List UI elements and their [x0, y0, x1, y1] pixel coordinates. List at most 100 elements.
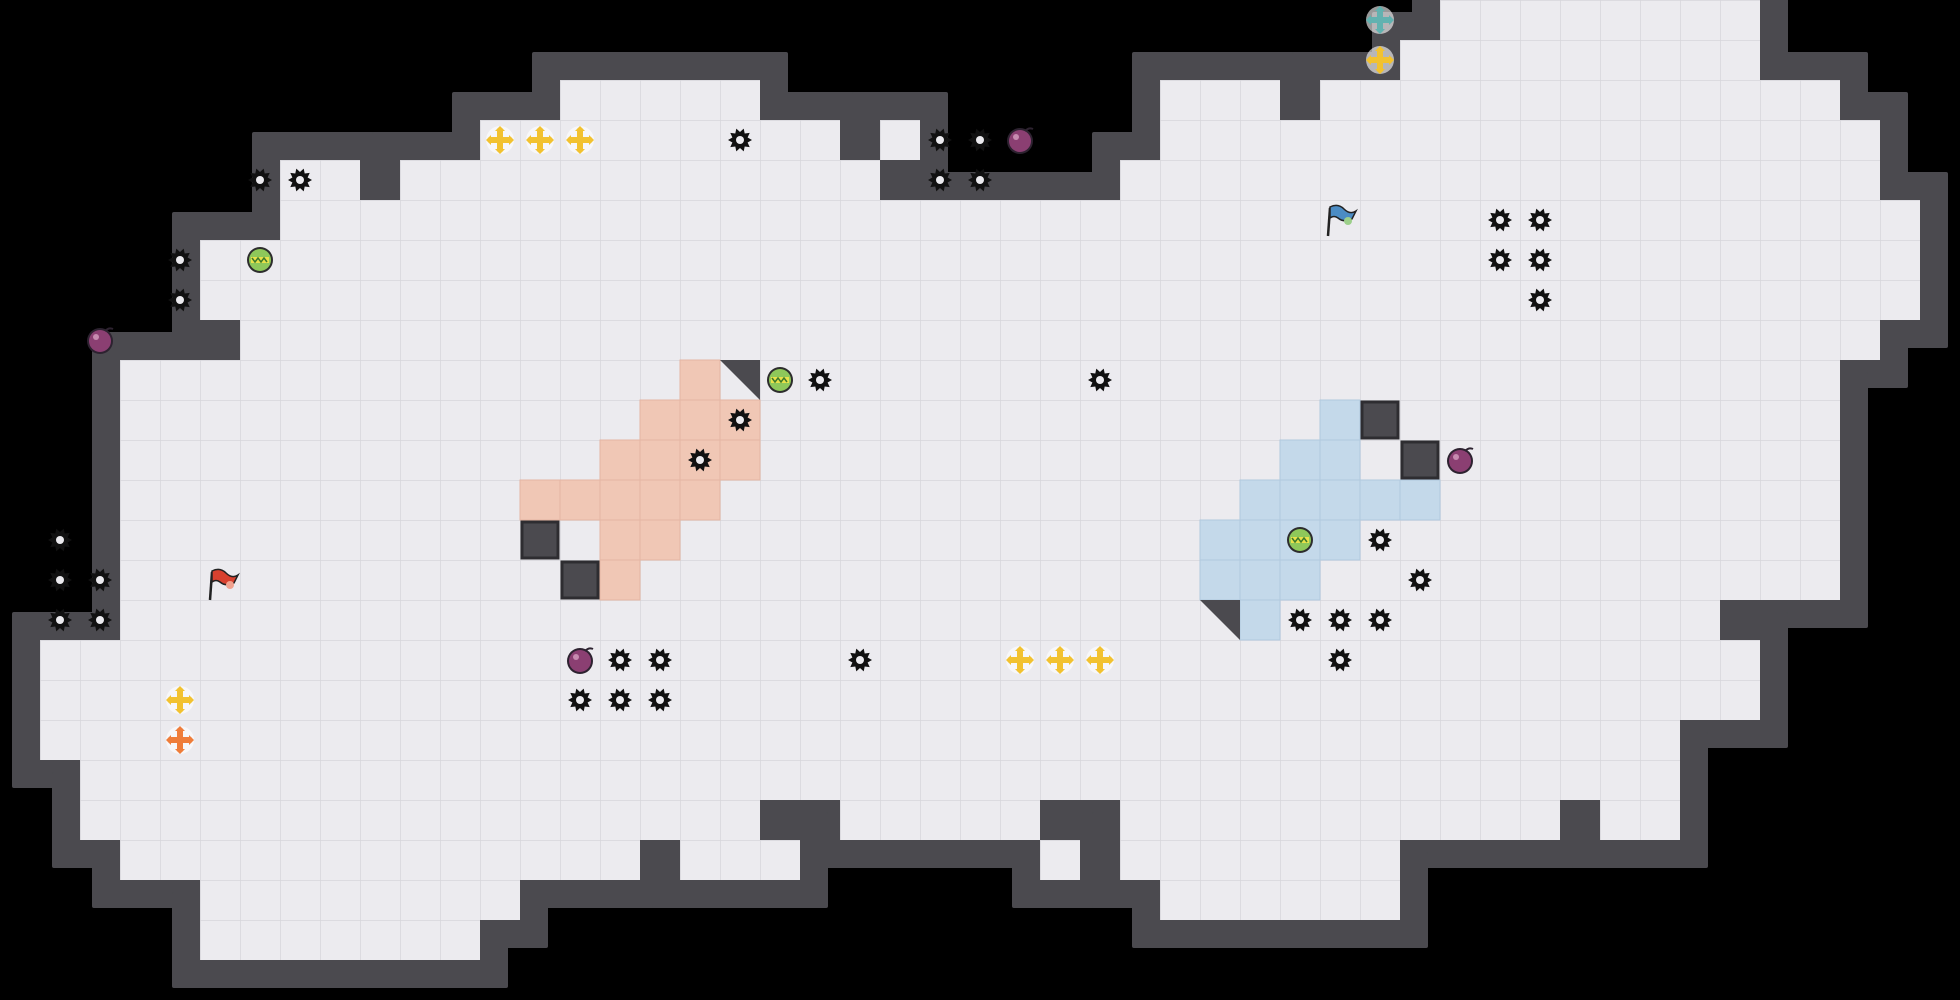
floor-tiles — [120, 560, 1840, 600]
wall-corner — [1200, 600, 1240, 640]
spike-icon — [1328, 648, 1352, 672]
blue-territory-tile — [1239, 599, 1281, 641]
bomb-icon — [567, 647, 594, 674]
blue-territory-tile — [1199, 559, 1241, 601]
spike-icon — [1328, 608, 1352, 632]
floor-tiles — [240, 320, 1880, 360]
wall-block — [560, 560, 600, 600]
spike-icon — [48, 608, 72, 632]
floor-tiles — [1120, 840, 1400, 880]
floor-tiles — [1160, 120, 1880, 160]
red-flag-icon — [208, 568, 240, 601]
red-territory-tile — [599, 559, 641, 601]
red-territory-tile — [679, 439, 721, 481]
floor-tiles — [280, 200, 1920, 240]
floor-layer — [40, 0, 1920, 960]
red-territory-tile — [639, 479, 681, 521]
spike-icon — [1528, 208, 1552, 232]
floor-tiles — [1440, 0, 1760, 40]
spike-icon — [1088, 368, 1112, 392]
red-territory-tile — [639, 439, 681, 481]
spike-icon — [88, 608, 112, 632]
spike-icon — [728, 408, 752, 432]
blue-territory-tile — [1359, 479, 1401, 521]
spike-icon — [688, 448, 712, 472]
blue-territory-tile — [1319, 399, 1361, 441]
floor-tiles — [1400, 40, 1760, 80]
blue-territory-tile — [1319, 519, 1361, 561]
spike-icon — [168, 248, 192, 272]
powerup-icon — [1046, 646, 1074, 674]
blue-territory-tile — [1279, 559, 1321, 601]
wall-block — [520, 520, 560, 560]
floor-tiles — [80, 800, 760, 840]
floor-tiles — [400, 160, 880, 200]
floor-tiles — [1040, 840, 1080, 880]
red-territory-tile — [679, 479, 721, 521]
red-territory-tile — [599, 519, 641, 561]
spike-icon — [1528, 248, 1552, 272]
boost-icon — [247, 247, 273, 273]
powerup-icon — [566, 126, 594, 154]
spike-icon — [88, 568, 112, 592]
red-territory-tile — [719, 439, 761, 481]
red-territory-tile — [679, 399, 721, 441]
spike-icon — [1368, 528, 1392, 552]
spike-icon — [1488, 248, 1512, 272]
spike-icon — [728, 128, 752, 152]
powerup-icon — [1006, 646, 1034, 674]
spike-icon — [248, 168, 272, 192]
floor-tiles — [200, 880, 520, 920]
wall-block — [1400, 440, 1440, 480]
floor-tiles — [120, 440, 1840, 480]
boost-icon — [1287, 527, 1313, 553]
blue-territory-tile — [1239, 559, 1281, 601]
spike-icon — [928, 128, 952, 152]
bomb-icon — [1447, 447, 1474, 474]
floor-tiles — [1120, 160, 1880, 200]
spike-icon — [848, 648, 872, 672]
floor-tiles — [200, 920, 480, 960]
powerup-icon — [526, 126, 554, 154]
spike-icon — [568, 688, 592, 712]
blue-territory-tile — [1319, 479, 1361, 521]
floor-tiles — [200, 280, 1920, 320]
bomb-icon — [1007, 127, 1034, 154]
red-territory-tile — [519, 479, 561, 521]
powerup-icon — [1366, 46, 1394, 74]
floor-tiles — [200, 240, 1920, 280]
powerup-icon — [166, 726, 194, 754]
floor-tiles — [1160, 80, 1280, 120]
wall-block — [1360, 400, 1400, 440]
floor-tiles — [1120, 800, 1560, 840]
blue-territory-tile — [1279, 439, 1321, 481]
wall-corner — [720, 360, 760, 400]
floor-tiles — [40, 640, 1760, 680]
red-territory-tile — [599, 439, 641, 481]
floor-tiles — [120, 600, 1720, 640]
blue-flag-icon — [1326, 204, 1358, 237]
blue-territory-tile — [1399, 479, 1441, 521]
floor-tiles — [80, 760, 1680, 800]
powerup-icon — [486, 126, 514, 154]
floor-tiles — [560, 80, 760, 120]
floor-tiles — [120, 480, 1840, 520]
blue-territory-tile — [1319, 439, 1361, 481]
spike-icon — [648, 688, 672, 712]
floor-tiles — [120, 840, 640, 880]
floor-tiles — [1160, 880, 1400, 920]
floor-tiles — [120, 400, 1840, 440]
red-territory-tile — [639, 519, 681, 561]
blue-territory-tile — [1239, 519, 1281, 561]
red-territory-tile — [559, 479, 601, 521]
spike-icon — [168, 288, 192, 312]
spike-icon — [1488, 208, 1512, 232]
floor-tiles — [840, 800, 1040, 840]
floor-tiles — [40, 680, 1760, 720]
spike-icon — [808, 368, 832, 392]
spike-icon — [1408, 568, 1432, 592]
spike-icon — [1528, 288, 1552, 312]
floor-tiles — [120, 520, 1840, 560]
red-territory-tile — [679, 359, 721, 401]
